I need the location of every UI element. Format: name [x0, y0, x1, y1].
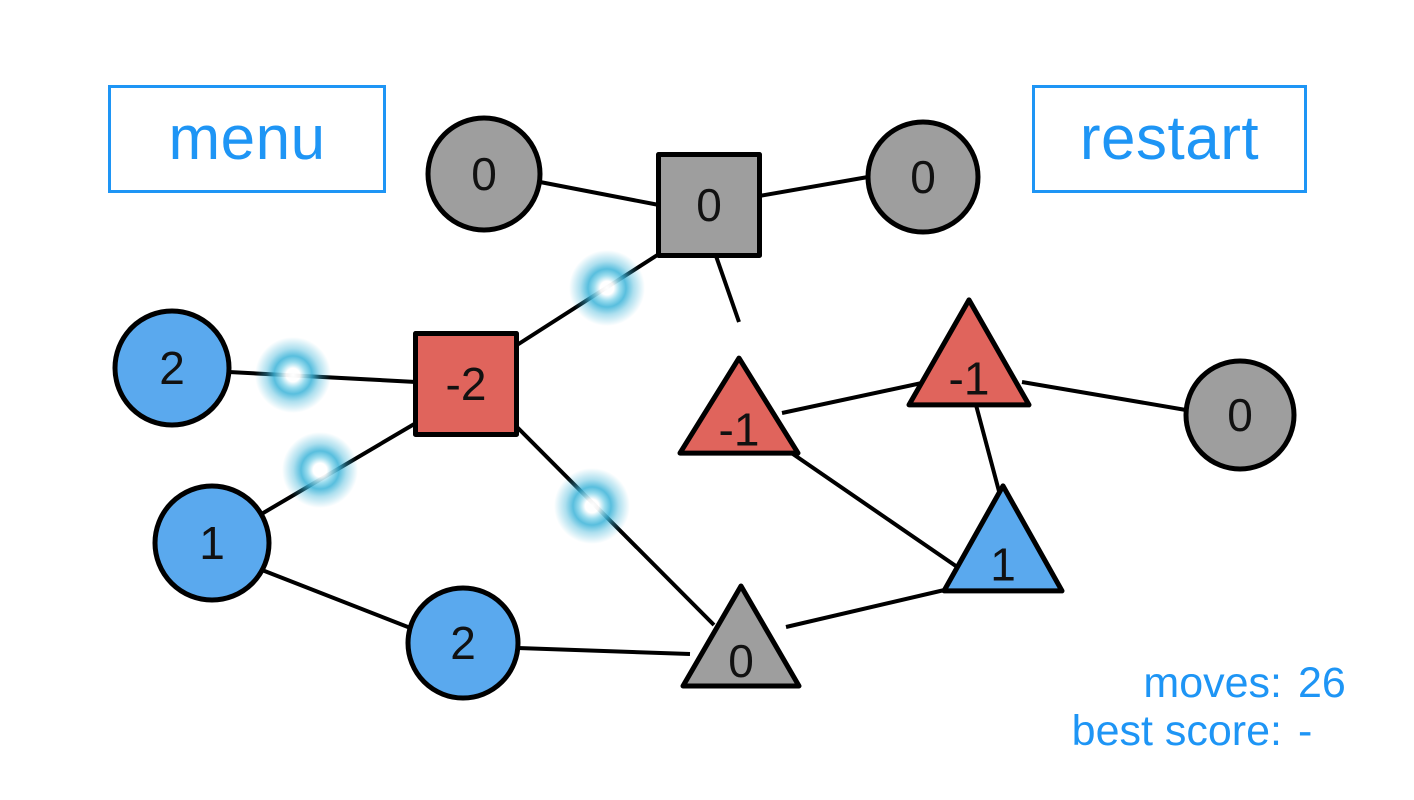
graph-edge[interactable]: [788, 450, 968, 575]
moves-label: moves:: [1143, 658, 1282, 707]
moves-value: 26: [1298, 658, 1346, 707]
graph-edge[interactable]: [974, 404, 1002, 496]
graph-edge[interactable]: [1021, 380, 1187, 412]
restart-button-label: restart: [1079, 104, 1260, 173]
graph-edge[interactable]: [539, 180, 660, 207]
score-panel: moves: 26 best score:-: [1072, 659, 1360, 755]
graph-node-circle-blue[interactable]: 1: [152, 483, 272, 603]
edge-glow-marker-icon[interactable]: [255, 337, 331, 413]
node-shape-square[interactable]: [656, 152, 762, 258]
moves-row: moves: 26: [1072, 659, 1360, 707]
node-shape-circle[interactable]: [405, 585, 521, 701]
node-shape-triangle[interactable]: [680, 583, 802, 689]
edge-glow-marker-icon[interactable]: [282, 432, 358, 508]
graph-node-circle-gray[interactable]: 0: [425, 115, 543, 233]
graph-node-triangle-blue[interactable]: 1: [941, 483, 1065, 594]
node-shape-circle[interactable]: [152, 483, 272, 603]
graph-node-circle-blue[interactable]: 2: [112, 308, 232, 428]
graph-node-circle-gray[interactable]: 0: [1183, 358, 1297, 472]
restart-button[interactable]: restart: [1032, 85, 1307, 193]
graph-node-circle-gray[interactable]: 0: [865, 119, 981, 235]
graph-node-triangle-red[interactable]: -1: [906, 297, 1032, 408]
node-shape-circle[interactable]: [112, 308, 232, 428]
graph-node-square-red[interactable]: -2: [413, 331, 519, 437]
graph-node-triangle-gray[interactable]: 0: [680, 583, 802, 689]
node-shape-triangle[interactable]: [677, 355, 801, 456]
best-score-row: best score:-: [1072, 707, 1360, 755]
edge-glow-marker-icon[interactable]: [554, 468, 630, 544]
graph-edge[interactable]: [517, 646, 691, 656]
node-shape-circle[interactable]: [1183, 358, 1297, 472]
graph-node-circle-blue[interactable]: 2: [405, 585, 521, 701]
node-shape-circle[interactable]: [425, 115, 543, 233]
graph-edge[interactable]: [781, 379, 932, 415]
edge-glow-marker-icon[interactable]: [569, 250, 645, 326]
markers-layer[interactable]: [255, 250, 645, 544]
menu-button-label: menu: [168, 104, 326, 173]
graph-node-square-gray[interactable]: 0: [656, 152, 762, 258]
menu-button[interactable]: menu: [108, 85, 386, 193]
node-shape-triangle[interactable]: [941, 483, 1065, 594]
node-shape-triangle[interactable]: [906, 297, 1032, 408]
graph-edge[interactable]: [785, 586, 954, 629]
best-score-label: best score:: [1071, 706, 1282, 755]
graph-edge[interactable]: [758, 175, 869, 198]
graph-edge[interactable]: [714, 255, 741, 323]
best-score-value: -: [1298, 706, 1313, 755]
graph-edge[interactable]: [261, 568, 414, 631]
node-shape-square[interactable]: [413, 331, 519, 437]
node-shape-circle[interactable]: [865, 119, 981, 235]
graph-node-triangle-red[interactable]: -1: [677, 355, 801, 456]
